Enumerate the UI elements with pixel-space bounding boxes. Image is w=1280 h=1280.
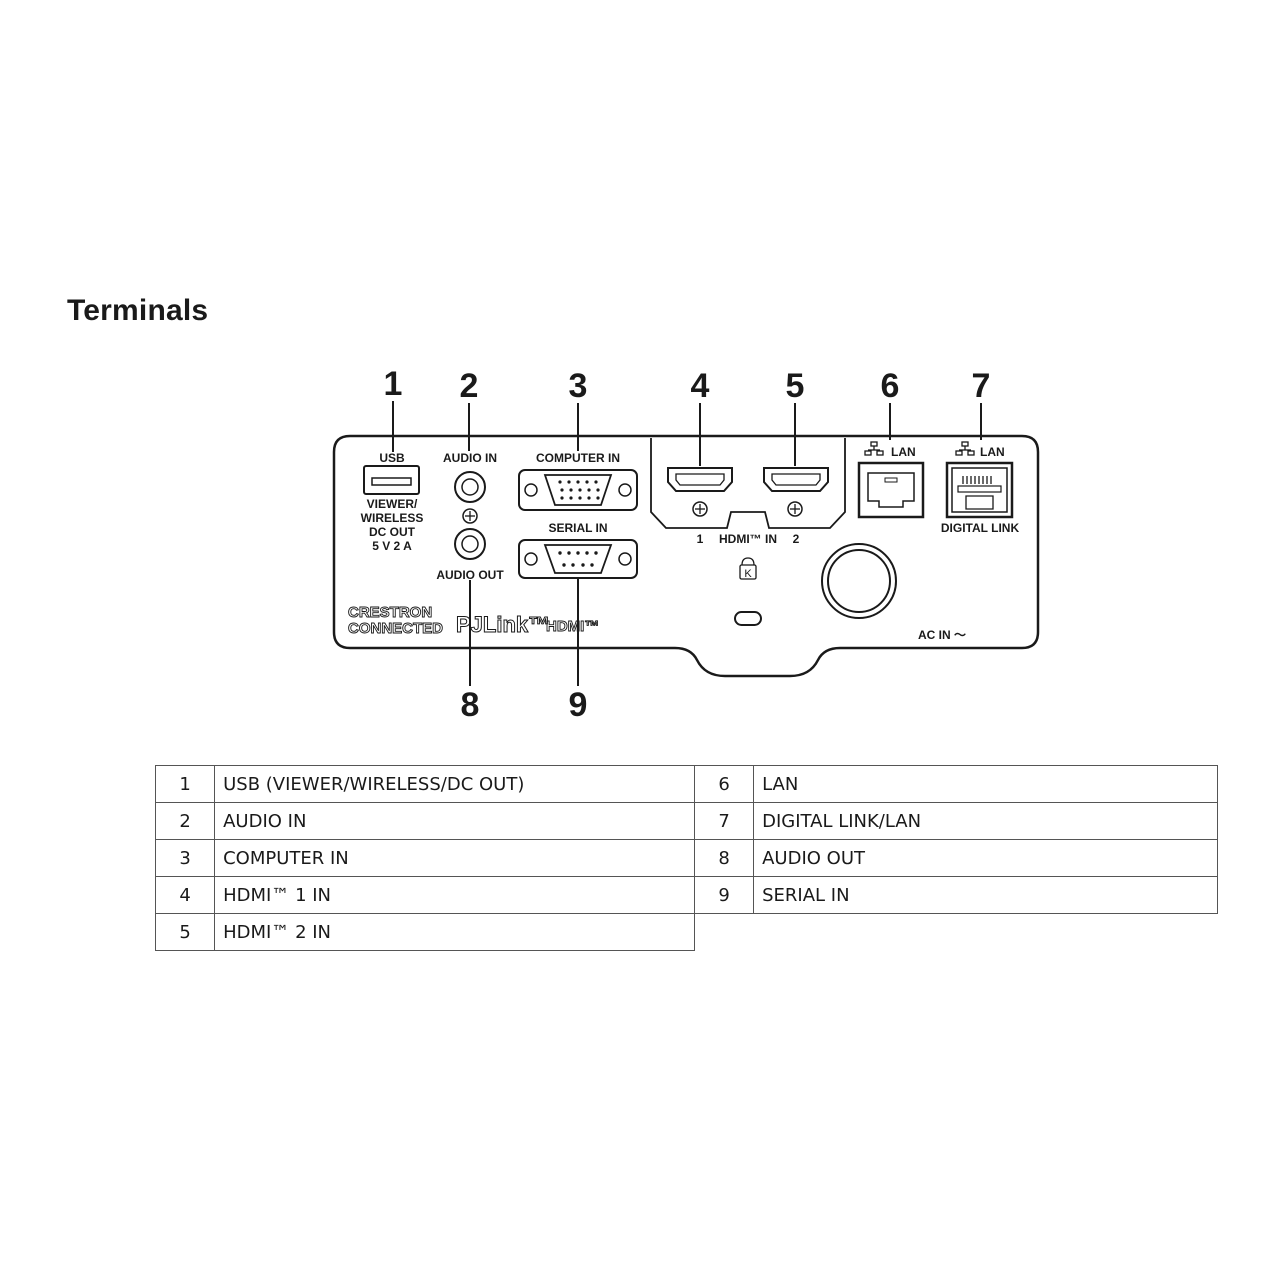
table-row: 9 SERIAL IN [693,876,1218,914]
serial-port [518,539,638,579]
table-row: 5 HDMI™ 2 IN [154,913,695,951]
legend-number: 3 [154,839,216,877]
audio-out-label: AUDIO OUT [436,568,504,582]
callout-9: 9 [569,686,588,724]
ac-inlet [821,543,897,619]
callout-2: 2 [460,367,479,405]
legend-number: 9 [693,876,755,914]
legend-number: 6 [693,765,755,803]
viewer-label-line4: 5 V 2 A [372,539,412,553]
callout-4: 4 [691,367,710,405]
hdmi-group-outline [650,438,846,529]
lan-7-label: LAN [980,445,1005,459]
callout-3: 3 [569,367,588,405]
usb-port [363,465,420,495]
viewer-label-line1: VIEWER/ [367,497,418,511]
legend-label: AUDIO IN [214,802,695,840]
callout-6: 6 [881,367,900,405]
legend-label: COMPUTER IN [214,839,695,877]
usb-label: USB [379,451,405,465]
serial-in-label: SERIAL IN [548,521,607,535]
table-row: 4 HDMI™ 1 IN [154,876,695,914]
hdmi-1-label: 1 [697,532,704,546]
hdmi-2-port [763,467,829,517]
viewer-label-line2: WIRELESS [361,511,424,525]
lan-port [857,461,925,519]
lan-6-label: LAN [891,445,916,459]
hdmi-logo: HDMI™ [546,618,599,635]
table-row: 7 DIGITAL LINK/LAN [693,802,1218,840]
legend-number: 1 [154,765,216,803]
digital-link-port [945,461,1014,519]
legend-label: AUDIO OUT [753,839,1218,877]
kensington-lock-icon: K [739,557,757,580]
table-row: 8 AUDIO OUT [693,839,1218,877]
table-row: 3 COMPUTER IN [154,839,695,877]
computer-in-label: COMPUTER IN [536,451,620,465]
panel-outline [332,434,1040,678]
table-row: 2 AUDIO IN [154,802,695,840]
leader-lines [392,401,982,686]
legend-label: SERIAL IN [753,876,1218,914]
viewer-label-line3: DC OUT [369,525,416,539]
network-icon [955,441,975,456]
ground-screw-icon [462,508,478,524]
ac-in-label: AC IN ～ [918,628,966,642]
vga-port [518,469,638,511]
legend-number: 4 [154,876,216,914]
page-title: Terminals [67,294,209,327]
legend-label: HDMI™ 1 IN [214,876,695,914]
hdmi-2-label: 2 [793,532,800,546]
legend-label: HDMI™ 2 IN [214,913,695,951]
svg-text:K: K [744,568,752,580]
callout-7: 7 [972,367,991,405]
legend-table-left: 1 USB (VIEWER/WIRELESS/DC OUT) 2 AUDIO I… [154,765,695,951]
legend-number: 7 [693,802,755,840]
table-row: 1 USB (VIEWER/WIRELESS/DC OUT) [154,765,695,803]
callout-8: 8 [461,686,480,724]
pjlink-logo: PJLink™ [456,612,550,637]
audio-out-jack [454,528,486,560]
legend-number: 8 [693,839,755,877]
legend-table-right: 6 LAN 7 DIGITAL LINK/LAN 8 AUDIO OUT 9 S… [693,765,1218,914]
digital-link-label: DIGITAL LINK [941,521,1020,535]
crestron-logo-line1: CRESTRON [348,604,432,621]
crestron-connected-logo: CRESTRON CONNECTED [348,604,444,638]
callout-1: 1 [384,365,403,403]
network-icon [864,441,884,456]
security-slot [734,611,762,626]
legend-number: 5 [154,913,216,951]
legend-label: USB (VIEWER/WIRELESS/DC OUT) [214,765,695,803]
legend-number: 2 [154,802,216,840]
legend-label: LAN [753,765,1218,803]
table-row: 6 LAN [693,765,1218,803]
audio-in-jack [454,471,486,503]
crestron-logo-line2: CONNECTED [348,620,443,637]
hdmi-1-port [667,467,733,517]
callout-5: 5 [786,367,805,405]
audio-in-label: AUDIO IN [443,451,497,465]
hdmi-in-label: HDMI™ IN [719,532,777,546]
legend-label: DIGITAL LINK/LAN [753,802,1218,840]
